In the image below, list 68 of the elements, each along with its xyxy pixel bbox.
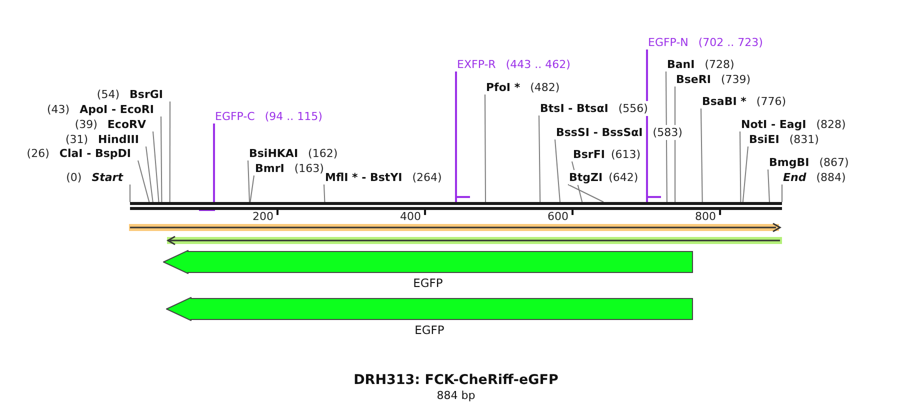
leader-line [324,184,326,202]
enzyme-name: BsaBI * [702,94,746,108]
sequence-end-label: Start [92,170,123,184]
enzyme-name: HindIII [98,132,139,146]
leader-line [146,146,154,202]
leader-line [740,131,742,202]
position-number: (831) [789,132,819,146]
leader-line [554,139,560,202]
position-number: (583) [652,124,682,140]
leader-line [674,86,676,202]
enzyme-name: ClaI - BspDI [59,146,131,160]
map-title: DRH313: FCK-CheRiff-eGFP [352,372,560,388]
scale-label: 400 [399,210,422,223]
position-number: (163) [294,160,324,176]
leader-line [138,160,150,202]
position-number: (867) [819,154,849,170]
position-number: (162) [308,146,338,160]
enzyme-name: BsiEI [749,132,780,146]
leader-line [169,101,170,202]
enzyme-name: MflI * - BstYI [325,170,402,184]
primer-line [198,122,215,211]
position-number: (26) [26,146,50,160]
sequence-end-label: End [783,170,806,184]
position-number: (739) [720,72,751,86]
position-number: (642) [608,170,638,184]
leader-line [250,175,254,202]
position-number: (43) [46,102,70,116]
enzyme-name: BtgZI [569,170,603,184]
leader-line [742,146,748,202]
position-number: (31) [65,132,88,146]
position-number: (776) [756,94,786,108]
position-number: (482) [530,80,560,94]
feature-label: EGFP [414,323,446,337]
enzyme-name: BsrGI [130,86,163,102]
scale-label: 800 [694,210,716,223]
position-number: (54) [96,86,120,102]
primer-line [455,70,471,203]
leader-line [484,94,486,202]
position-number: (0) [66,170,82,184]
position-number: (884) [816,170,846,184]
primer-range: (443 .. 462) [506,56,570,72]
leader-line [160,116,162,202]
scale-label: 600 [546,210,569,223]
leader-line [152,131,160,202]
enzyme-name: BsiHKAI [249,146,298,160]
leader-line [568,184,604,202]
leader-line [768,169,770,202]
leader-line [538,115,541,202]
position-number: (39) [74,116,98,132]
leader-line [666,71,668,202]
primer-name: EGFP-C [215,108,255,124]
scale-label: 200 [252,210,274,223]
primer-line [646,48,662,203]
dna-backbone [130,202,782,210]
position-number: (728) [704,56,734,72]
feature-label: EGFP [412,276,444,290]
primer-range: (702 .. 723) [698,34,763,50]
primer-range: (94 .. 115) [264,108,322,124]
position-number: (264) [412,170,442,184]
leader-line [248,160,250,202]
position-number: (828) [816,116,846,132]
primer-name: EGFP-N [648,34,688,50]
leader-line [700,108,703,202]
enzyme-name: PfoI * [486,80,520,94]
position-number: (613) [610,146,641,162]
sequence-length: 884 bp [436,389,476,402]
position-number: (556) [618,100,648,116]
enzyme-name: BssSI - BssSαI [556,124,643,140]
